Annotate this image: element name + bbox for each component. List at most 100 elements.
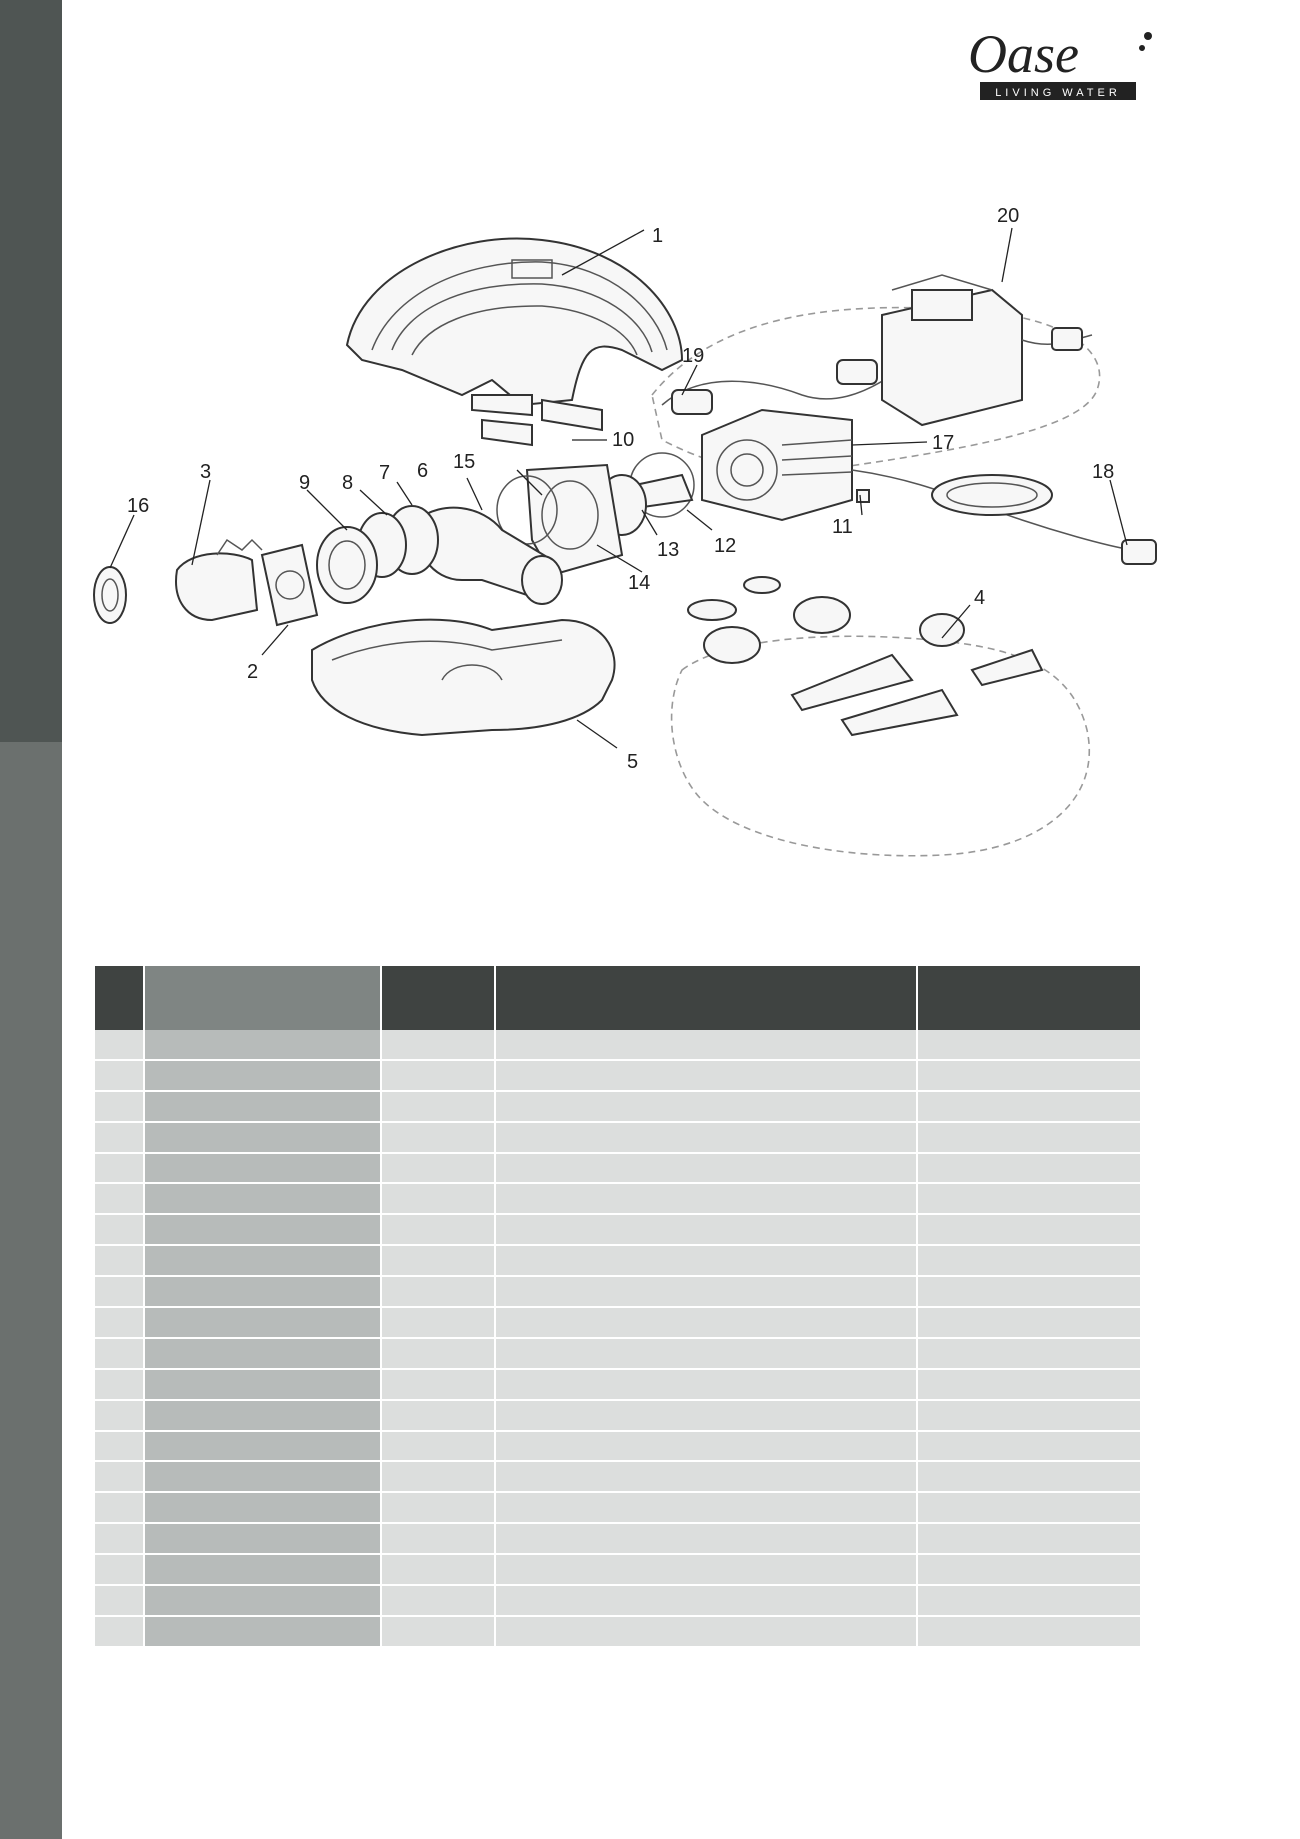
table-cell (917, 1585, 1142, 1617)
table-cell (95, 1245, 145, 1278)
callout-14: 14 (628, 572, 650, 594)
callout-20: 20 (997, 205, 1019, 227)
table-cell (917, 1276, 1142, 1309)
svg-text:Oase: Oase (968, 24, 1079, 84)
table-cell (381, 1492, 496, 1525)
callout-16: 16 (127, 495, 149, 517)
table-cell (95, 1214, 145, 1247)
table-cell (95, 1183, 145, 1216)
table-cell (917, 1090, 1142, 1123)
table-cell (917, 1523, 1142, 1556)
table-row (95, 1399, 1142, 1432)
table-cell (144, 1585, 382, 1617)
table-cell (381, 1121, 496, 1154)
part-transformer (661, 274, 1093, 427)
table-cell (495, 1399, 918, 1432)
table-cell (495, 1307, 918, 1339)
table-cell (381, 1059, 496, 1092)
table-cell (381, 1399, 496, 1432)
table-cell (144, 1554, 382, 1587)
table-cell (381, 1368, 496, 1401)
callout-3: 3 (200, 461, 211, 483)
table-cell (381, 1090, 496, 1123)
table-cell (95, 1276, 145, 1309)
table-cell (95, 1307, 145, 1339)
part-clips (471, 394, 603, 447)
table-row (95, 1461, 1142, 1494)
part-accessories (687, 576, 1044, 737)
table-cell (144, 1245, 382, 1278)
table-cell (144, 1090, 382, 1123)
header-description (495, 966, 918, 1030)
table-cell (495, 1585, 918, 1617)
table-cell (95, 1461, 145, 1494)
table-row (95, 1492, 1142, 1525)
table-row (95, 1183, 1142, 1216)
table-cell (917, 1461, 1142, 1494)
sidebar-light-band (0, 742, 62, 1839)
table-cell (917, 1152, 1142, 1185)
table-row (95, 1214, 1142, 1247)
table-cell (144, 1523, 382, 1556)
table-cell (495, 1121, 918, 1154)
callout-11: 11 (832, 516, 853, 538)
callout-10: 10 (612, 429, 634, 451)
table-cell (917, 1430, 1142, 1463)
table-row (95, 1523, 1142, 1556)
table-cell (381, 1554, 496, 1587)
exploded-view-diagram: 1 2 3 4 5 6 7 8 9 10 11 12 13 14 15 16 1… (93, 205, 1157, 857)
table-cell (95, 1615, 145, 1648)
table-cell (917, 1214, 1142, 1247)
table-cell (495, 1430, 918, 1463)
table-cell (95, 1121, 145, 1154)
table-cell (381, 1615, 496, 1648)
table-cell (381, 1030, 496, 1061)
table-cell (495, 1461, 918, 1494)
header-article-number (917, 966, 1142, 1030)
part-inlet-rings (316, 505, 439, 604)
table-row (95, 1337, 1142, 1370)
table-cell (144, 1368, 382, 1401)
table-row (95, 1030, 1142, 1061)
table-cell (495, 1276, 918, 1309)
table-cell (381, 1307, 496, 1339)
table-row (95, 1554, 1142, 1587)
table-cell (495, 1492, 918, 1525)
table-cell (495, 1523, 918, 1556)
table-cell (495, 1245, 918, 1278)
table-row (95, 1307, 1142, 1339)
table-cell (495, 1337, 918, 1370)
table-cell (95, 1059, 145, 1092)
table-cell (381, 1461, 496, 1494)
table-cell (381, 1585, 496, 1617)
table-row (95, 1152, 1142, 1185)
table-cell (917, 1183, 1142, 1216)
table-cell (917, 1121, 1142, 1154)
callout-2: 2 (247, 661, 258, 683)
callout-8: 8 (342, 472, 353, 494)
callout-4: 4 (974, 587, 985, 609)
table-cell (144, 1307, 382, 1339)
header-quantity (381, 966, 496, 1030)
table-row (95, 1059, 1142, 1092)
table-cell (381, 1430, 496, 1463)
table-cell (495, 1214, 918, 1247)
table-cell (95, 1337, 145, 1370)
callout-15: 15 (453, 451, 475, 473)
table-cell (917, 1399, 1142, 1432)
table-cell (917, 1245, 1142, 1278)
header-number (95, 966, 145, 1030)
table-row (95, 1585, 1142, 1617)
table-cell (495, 1615, 918, 1648)
table-cell (95, 1090, 145, 1123)
table-cell (917, 1492, 1142, 1525)
part-housing-bottom (311, 618, 616, 737)
callout-7: 7 (379, 462, 390, 484)
table-cell (381, 1183, 496, 1216)
table-cell (144, 1492, 382, 1525)
table-cell (95, 1030, 145, 1061)
table-cell (144, 1399, 382, 1432)
sidebar-dark-band (0, 0, 62, 742)
table-cell (144, 1183, 382, 1216)
callout-13: 13 (657, 539, 679, 561)
